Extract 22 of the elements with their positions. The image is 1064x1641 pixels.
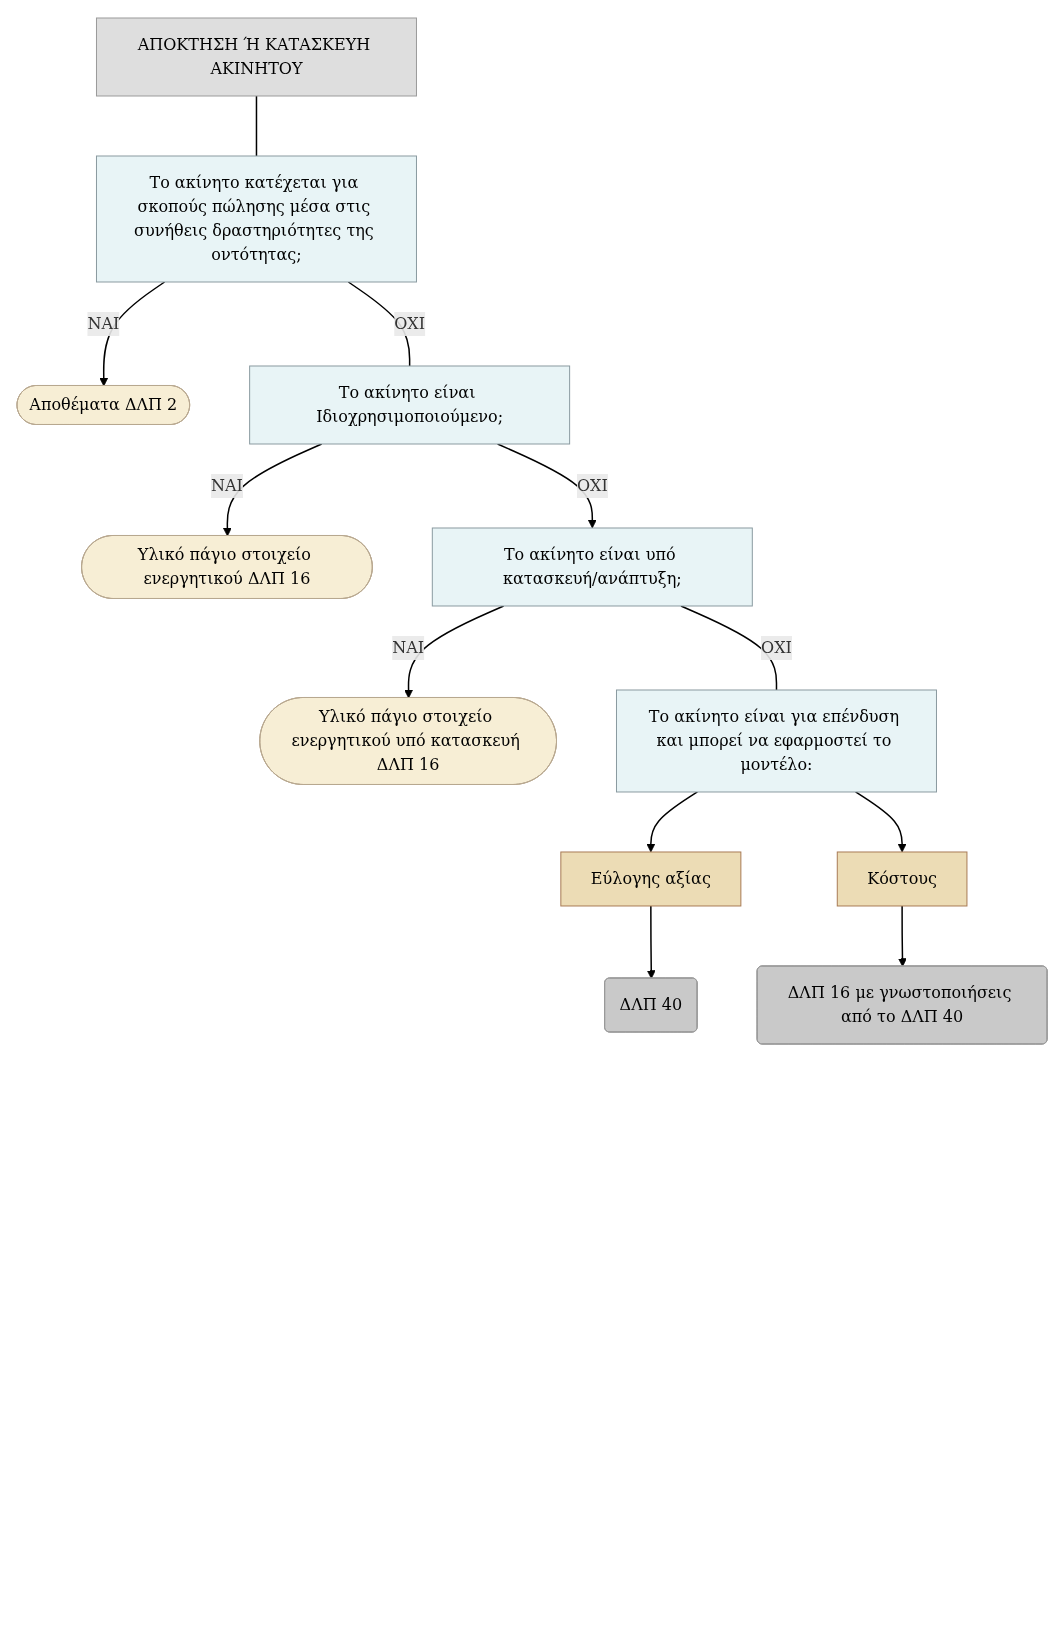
node-box: Το ακίνητο είναι για επένδυση και μπορεί να εφαρμοστεί το μοντέλο:: [615, 689, 937, 793]
arrow: [646, 791, 699, 853]
edge-label: ΟΧΙ: [576, 475, 608, 495]
arrow: [496, 443, 597, 529]
edge-label: ΝΑΙ: [392, 637, 425, 657]
connector: [255, 95, 258, 157]
node-box: Εύλογης αξίας: [560, 851, 742, 907]
edge-label: ΟΧΙ: [394, 314, 425, 333]
arrow: [854, 791, 907, 853]
arrow: [898, 905, 907, 967]
arrow: [222, 443, 323, 537]
node-box: Το ακίνητο είναι Ιδιοχρησιμοποιούμενο;: [249, 365, 571, 445]
node-box: Κόστους: [836, 851, 968, 907]
node-box: ΑΠΟΚΤΗΣΗ Ή ΚΑΤΑΣΚΕΥΗ ΑΚΙΝΗΤΟΥ: [95, 17, 417, 97]
arrow: [646, 905, 656, 979]
node-box: Το ακίνητο είναι υπό κατασκευή/ανάπτυξη;: [431, 527, 753, 607]
arrow: [404, 605, 505, 699]
connector: [680, 605, 778, 691]
edge-label: ΝΑΙ: [87, 314, 120, 333]
edge-label: ΝΑΙ: [210, 475, 243, 495]
node-box: Το ακίνητο κατέχεται για σκοπούς πώλησης μέσα στις συνήθεις δραστηριότητες της οντότητας;: [95, 155, 417, 283]
edge-label: ΟΧΙ: [761, 637, 792, 657]
